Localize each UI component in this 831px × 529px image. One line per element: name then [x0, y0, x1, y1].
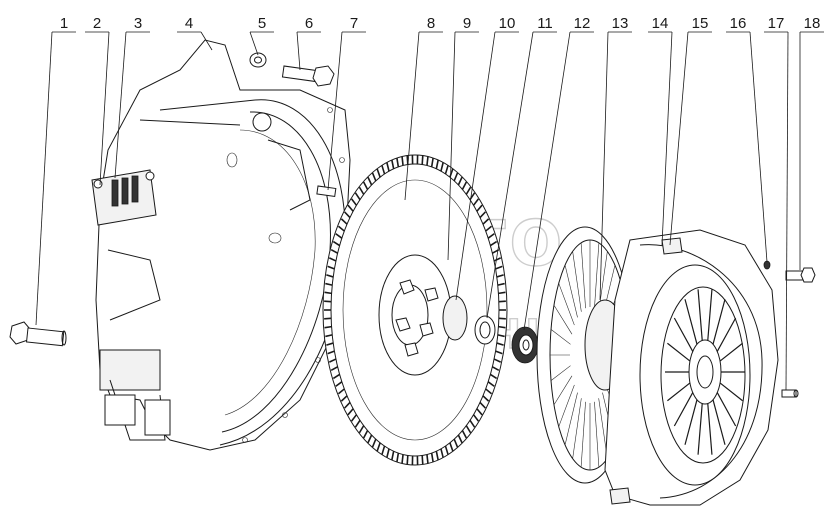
- callout-number: 10: [499, 15, 516, 32]
- callout-leader-line: [35, 31, 53, 326]
- callout-9: 9: [447, 15, 479, 261]
- flywheel-part-8: [322, 154, 508, 466]
- pilot-bearing-part-11: [474, 315, 496, 345]
- callout-3: 3: [114, 15, 150, 179]
- callout-leader-line: [249, 31, 259, 56]
- callout-leader-line: [661, 31, 673, 246]
- callout-16: 16: [726, 15, 768, 263]
- callout-14: 14: [648, 15, 673, 246]
- washer-part-5: [249, 52, 267, 68]
- callout-number: 16: [730, 15, 747, 32]
- callout-number: 4: [185, 15, 193, 32]
- callout-leader-line: [114, 31, 127, 179]
- callout-number: 2: [93, 15, 101, 32]
- callout-number: 6: [305, 15, 313, 32]
- callout-leader-line: [327, 31, 343, 191]
- callout-18: 18: [799, 15, 824, 270]
- callout-number: 13: [612, 15, 629, 32]
- callout-6: 6: [296, 15, 321, 71]
- callout-17: 17: [764, 15, 789, 391]
- callout-number: 14: [652, 15, 669, 32]
- callout-number: 1: [60, 15, 68, 32]
- callout-leader-line: [486, 31, 534, 319]
- callout-15: 15: [669, 15, 712, 246]
- callout-leader-line: [523, 31, 571, 331]
- callout-1: 1: [35, 15, 76, 326]
- pressure-plate-part-14: [604, 229, 779, 506]
- callout-number: 11: [537, 15, 553, 32]
- callout-number: 3: [134, 15, 142, 32]
- ring-gear-teeth: [324, 155, 506, 465]
- callout-number: 8: [427, 15, 435, 32]
- callout-2: 2: [85, 15, 110, 186]
- diaphragm-spring-fingers: [665, 289, 745, 455]
- callout-leader-line: [404, 31, 420, 201]
- callout-13: 13: [599, 15, 632, 301]
- dowel-part-16: [763, 260, 771, 270]
- callout-number: 18: [804, 15, 821, 32]
- bolt-part-6: [281, 65, 335, 87]
- callout-leader-line: [669, 31, 689, 246]
- callout-10: 10: [455, 15, 519, 301]
- callout-leader-line: [599, 31, 609, 301]
- callout-number: 9: [463, 15, 471, 32]
- callout-4: 4: [177, 15, 213, 51]
- callout-leader-line: [447, 31, 456, 261]
- bolt-part-18: [785, 267, 816, 283]
- bolt-part-1: [9, 321, 67, 347]
- clutch-housing: [91, 39, 351, 451]
- callout-11: 11: [486, 15, 557, 319]
- callout-leader-line: [749, 31, 768, 263]
- callout-number: 5: [258, 15, 266, 32]
- callout-leader-line: [785, 31, 789, 391]
- callout-leader-line: [296, 31, 301, 71]
- callout-number: 12: [574, 15, 591, 32]
- callout-5: 5: [249, 15, 274, 56]
- callout-8: 8: [404, 15, 443, 201]
- release-bearing-part-12: [511, 326, 539, 364]
- callout-7: 7: [327, 15, 366, 191]
- callout-number: 7: [350, 15, 358, 32]
- callout-leader-line: [99, 31, 110, 186]
- callout-12: 12: [523, 15, 594, 331]
- callout-number: 15: [692, 15, 709, 32]
- callout-number: 17: [768, 15, 785, 32]
- flywheel-bolts: [395, 279, 439, 357]
- callout-leader-line: [200, 31, 213, 51]
- callout-leader-line: [455, 31, 496, 301]
- screw-part-17: [781, 389, 799, 398]
